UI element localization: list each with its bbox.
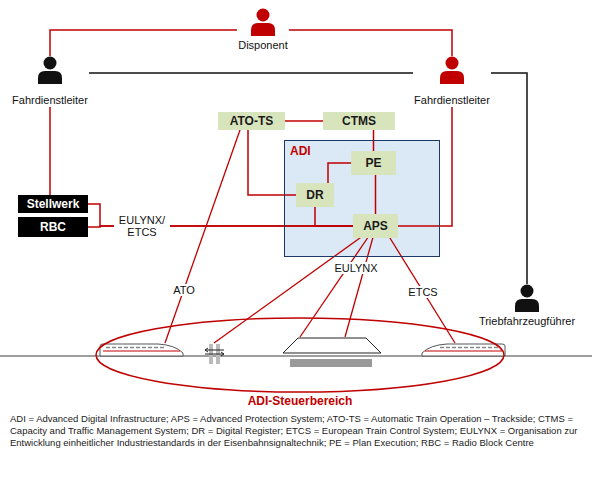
etcs-link	[385, 230, 455, 343]
eulynx-link	[300, 230, 373, 337]
area-label: ADI	[285, 141, 316, 161]
platform	[290, 359, 372, 367]
person-icon-node: Fahrdienstleiter	[413, 56, 491, 107]
person-icon	[37, 56, 63, 84]
caption: ADI = Advanced Digital Infrastructure; A…	[10, 413, 582, 449]
person-body	[38, 71, 62, 84]
system-name: CTMS	[342, 114, 376, 128]
role-label: Fahrdienstleiter	[413, 94, 491, 107]
switch-arrows	[205, 348, 224, 356]
system-name: ATO-TS	[230, 114, 274, 128]
person-icon	[439, 56, 465, 84]
person-icon	[514, 284, 540, 312]
system-box: PE	[351, 151, 396, 175]
person-head	[44, 57, 57, 70]
edge-label: EULYNX/ ETCS	[114, 214, 170, 238]
system-box: CTMS	[323, 112, 395, 130]
system-name: Stellwerk	[27, 197, 80, 211]
system-name: DR	[301, 185, 328, 205]
role-label: Triebfahrzeugführer	[478, 315, 577, 328]
control-area-ellipse: ADI-Steuerbereich	[95, 317, 505, 393]
ellipse-outline	[95, 317, 505, 393]
interface-label: ETCS	[406, 286, 439, 298]
connector	[398, 107, 452, 226]
connector	[315, 207, 353, 226]
region-fill	[284, 140, 440, 257]
person-body	[251, 23, 275, 36]
ato-link	[165, 130, 240, 343]
train-windows	[440, 347, 499, 349]
connector	[289, 30, 452, 56]
connector	[89, 72, 413, 74]
person-icon-node: Triebfahrzeugführer	[478, 284, 577, 328]
connector	[375, 175, 377, 214]
system-name: APS	[358, 216, 393, 236]
person-head	[521, 285, 534, 298]
system-name: RBC	[40, 220, 66, 234]
system-box: Stellwerk	[18, 195, 88, 213]
interface-label: ATO	[171, 284, 197, 296]
connector	[50, 30, 237, 56]
role-label: Disponent	[237, 39, 289, 52]
platform-roof	[283, 338, 381, 353]
system-box: APS	[353, 214, 398, 238]
connector	[491, 73, 527, 284]
train-left	[100, 344, 183, 356]
train-stripe	[103, 350, 180, 351]
train-stripe	[425, 350, 502, 351]
train-windows	[106, 347, 165, 349]
connector	[328, 163, 351, 183]
person-icon-node: Disponent	[237, 8, 289, 52]
person-icon-node: Fahrdienstleiter	[11, 56, 89, 107]
eulynx-link	[345, 230, 375, 337]
person-body	[515, 299, 539, 312]
connector	[49, 107, 51, 195]
person-icon	[250, 8, 276, 36]
system-box: RBC	[18, 217, 88, 237]
area-label: ADI-Steuerbereich	[95, 394, 505, 408]
interface-label: EULYNX	[332, 262, 379, 274]
system-box: ATO-TS	[218, 112, 285, 130]
adi-region: ADI PE DR APS	[284, 140, 440, 257]
person-head	[446, 57, 459, 70]
role-label: Fahrdienstleiter	[11, 94, 89, 107]
connector	[285, 120, 323, 122]
system-box: DR	[296, 183, 334, 207]
ellipse-outline	[96, 318, 504, 392]
system-name: PE	[360, 153, 386, 173]
train-right	[422, 344, 505, 356]
person-head	[257, 9, 270, 22]
person-body	[440, 71, 464, 84]
